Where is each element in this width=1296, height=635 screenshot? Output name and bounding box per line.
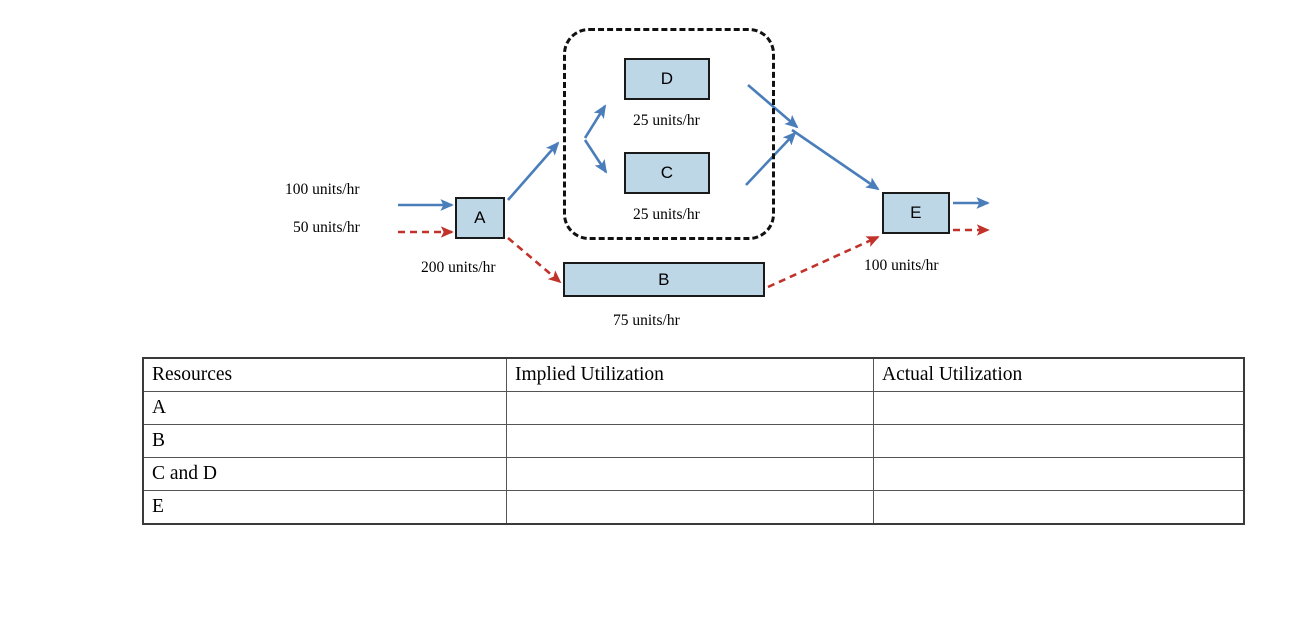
table-cell-resource: B [142, 424, 507, 458]
process-box-e[interactable]: E [882, 192, 950, 234]
flow-label-b-to-e: 100 units/hr [864, 257, 939, 274]
table-header-cell: Actual Utilization [873, 357, 1245, 392]
flow-label-input-blue: 100 units/hr [285, 181, 360, 198]
arrow-split-to-c [583, 139, 608, 174]
process-box-b[interactable]: B [563, 262, 765, 297]
capacity-label-d: 25 units/hr [633, 112, 700, 129]
arrow-merge-to-e [791, 128, 880, 191]
table-cell-resource: C and D [142, 457, 507, 491]
cd-group-boundary [563, 28, 775, 240]
table-cell-implied-utilization[interactable] [506, 424, 874, 458]
process-box-c[interactable]: C [624, 152, 710, 194]
arrow-b-to-e [767, 235, 880, 289]
process-box-d[interactable]: D [624, 58, 710, 100]
table-cell-actual-utilization[interactable] [873, 391, 1245, 425]
arrow-a-to-b [507, 237, 562, 284]
table-row: E [142, 490, 1245, 525]
arrow-a-to-group [507, 141, 560, 201]
table-cell-actual-utilization[interactable] [873, 490, 1245, 525]
capacity-label-c: 25 units/hr [633, 206, 700, 223]
table-row: A [142, 391, 1245, 425]
arrow-c-to-merge [745, 131, 797, 186]
table-cell-resource: E [142, 490, 507, 525]
table-header-cell: Implied Utilization [506, 357, 874, 392]
table-row: C and D [142, 457, 1245, 491]
table-cell-actual-utilization[interactable] [873, 457, 1245, 491]
table-cell-implied-utilization[interactable] [506, 457, 874, 491]
arrow-split-to-d [583, 104, 607, 139]
capacity-label-b: 75 units/hr [613, 312, 680, 329]
table-cell-implied-utilization[interactable] [506, 490, 874, 525]
process-flow-diagram [398, 84, 990, 289]
flow-label-input-red: 50 units/hr [293, 219, 360, 236]
table-header-cell: Resources [142, 357, 507, 392]
table-row: B [142, 424, 1245, 458]
table-cell-implied-utilization[interactable] [506, 391, 874, 425]
flow-label-a-to-b: 200 units/hr [421, 259, 496, 276]
process-box-a[interactable]: A [455, 197, 505, 239]
table-cell-actual-utilization[interactable] [873, 424, 1245, 458]
table-cell-resource: A [142, 391, 507, 425]
